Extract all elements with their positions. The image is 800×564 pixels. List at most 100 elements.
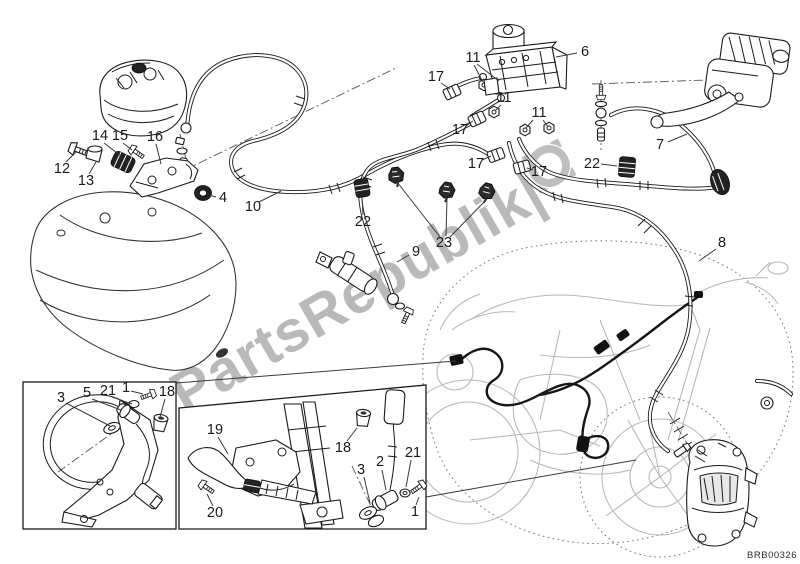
inset1-locator-line: [175, 360, 457, 384]
spacer-plate: [358, 506, 378, 520]
front-master-cylinder: [650, 32, 791, 129]
part-callout-18: 18: [335, 440, 351, 456]
leader-line-16: [155, 143, 162, 165]
leader-line-11: [473, 64, 484, 83]
part-callout-4: 4: [219, 190, 227, 206]
leader-line-5: [91, 398, 122, 411]
leader-line-6: [555, 52, 578, 58]
part-callout-13: 13: [78, 173, 94, 189]
cable-clamp: [243, 478, 261, 494]
leader-line-23: [396, 181, 441, 238]
leader-line-3: [363, 476, 371, 504]
sensor-cable: [135, 423, 150, 489]
part-callout-3: 3: [357, 462, 365, 478]
rear-master-cylinder: [315, 251, 416, 326]
leader-line-21: [405, 459, 412, 488]
hose-grommet-22b: [618, 156, 636, 178]
rear-sensor-connector: [449, 354, 464, 366]
leader-line-18: [346, 427, 358, 442]
leader-line-19: [217, 436, 229, 455]
part-callout-21: 21: [100, 383, 116, 399]
leader-line-7: [667, 133, 688, 143]
sensor-connector: [383, 389, 406, 425]
part-callout-3: 3: [57, 390, 65, 406]
front-wheel-sensor: [358, 389, 429, 528]
leader-line-11: [525, 119, 534, 129]
banjo-bolt-stack: [594, 84, 608, 142]
inset-box-rear-sensor: [22, 381, 177, 530]
leader-line-12: [65, 150, 78, 163]
rubber-damper-14: [110, 151, 136, 173]
part-callout-10: 10: [245, 199, 261, 215]
leader-line-23: [445, 197, 448, 237]
inset2-locator-line: [425, 459, 637, 498]
drawing-code: BRB00326: [747, 550, 797, 561]
washer: [594, 119, 608, 127]
leader-line-11: [494, 104, 502, 112]
hose-clip: [385, 164, 408, 190]
leader-line-1: [415, 496, 420, 506]
wiring-harness: [449, 291, 703, 460]
caliper-mount-parts: [66, 140, 212, 201]
part-callout-17: 17: [531, 164, 547, 180]
fitting-nut: [519, 123, 531, 137]
banjo-ring: [386, 292, 400, 306]
washer-21: [399, 488, 411, 498]
leader-line-17: [440, 82, 451, 90]
part-callout-8: 8: [718, 235, 726, 251]
rear-caliper-banjo: [180, 122, 192, 134]
ghost-frame-top: [469, 294, 691, 321]
part-callout-17: 17: [452, 122, 468, 138]
leader-line-8: [698, 248, 717, 262]
leader-line-17: [526, 167, 534, 171]
part-callout-16: 16: [147, 129, 163, 145]
leader-line-17: [465, 120, 474, 127]
bracket-16: [129, 157, 199, 198]
leader-line-10: [258, 190, 282, 203]
leader-line-4: [208, 194, 217, 198]
ghost-lever: [744, 261, 779, 305]
part-callout-23: 23: [436, 235, 452, 251]
ghost-mirror: [767, 261, 789, 275]
leader-line-18: [159, 398, 166, 418]
part-callout-22: 22: [355, 214, 371, 230]
tail-bodywork: [30, 191, 237, 371]
part-callout-11: 11: [531, 105, 546, 121]
part-callout-11: 11: [465, 50, 480, 66]
part-callout-1: 1: [122, 380, 130, 396]
leader-line-2: [381, 469, 387, 491]
hose-grommet-22a: [353, 177, 371, 199]
grommet-4: [194, 185, 212, 201]
ghost-seat: [451, 311, 516, 331]
leader-line-11: [542, 119, 549, 128]
bushing-18: [354, 408, 372, 428]
brake-lever: [654, 91, 741, 127]
ghost-exhaust: [529, 459, 631, 475]
leader-line-20: [206, 493, 214, 507]
fittings-and-clips: [353, 76, 730, 205]
leader-line-15: [122, 142, 133, 151]
leader-line-3: [65, 402, 111, 427]
front-brake-caliper: [673, 439, 758, 547]
ghost-motorcycle: [395, 240, 794, 558]
rear-wheel-sensor: [116, 403, 141, 424]
part-callout-18: 18: [159, 384, 175, 400]
rear-brake-caliper: [99, 59, 188, 168]
leader-line-13: [88, 161, 97, 175]
part-callout-7: 7: [656, 137, 664, 153]
part-callout-11: 11: [496, 90, 511, 106]
part-callout-15: 15: [112, 128, 128, 144]
leader-line-22: [600, 163, 618, 167]
brake-hoses: [180, 53, 793, 464]
front-sensor-ghost: [576, 435, 590, 453]
part-callout-22: 22: [584, 156, 600, 172]
part-callout-9: 9: [412, 244, 420, 260]
part-callout-1: 1: [411, 504, 419, 520]
part-callout-19: 19: [207, 422, 223, 438]
ghost-tank: [539, 344, 651, 359]
leader-line-9: [396, 254, 410, 263]
leader-line-17: [481, 155, 492, 161]
leader-line-22: [361, 196, 364, 216]
inset-box-front-sensor: [178, 384, 429, 530]
